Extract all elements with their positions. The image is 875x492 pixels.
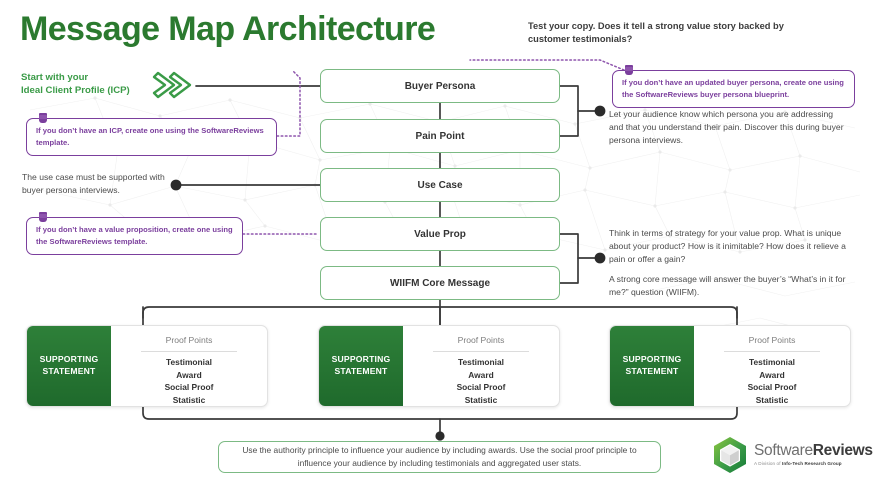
proof-points-list: Testimonial Award Social Proof Statistic	[748, 356, 797, 406]
logo-tagline: A Division of Info-Tech Research Group	[754, 460, 873, 467]
supporting-label-line-2: STATEMENT	[334, 366, 388, 376]
callout-value-prop[interactable]: If you don’t have a value proposition, c…	[26, 212, 243, 255]
proof-point-item: Award	[176, 369, 202, 380]
node-value-prop[interactable]: Value Prop	[320, 217, 560, 251]
software-reviews-logo: SoftwareReviews A Division of Info-Tech …	[712, 436, 873, 474]
proof-points-panel: Proof Points Testimonial Award Social Pr…	[111, 326, 267, 406]
proof-point-item: Testimonial	[458, 357, 504, 368]
supporting-statement-label: SUPPORTING STATEMENT	[27, 326, 111, 406]
logo-word: SoftwareReviews	[754, 443, 873, 459]
dotted-link-icp	[276, 69, 301, 137]
connector-dot-valueprop	[594, 252, 606, 264]
bookmark-icon	[39, 113, 47, 123]
proof-point-item: Award	[759, 369, 785, 380]
proof-point-item: Award	[468, 369, 494, 380]
supporting-card-2[interactable]: SUPPORTING STATEMENT Proof Points Testim…	[318, 325, 560, 407]
proof-point-item: Statistic	[464, 394, 498, 405]
supporting-label-line-2: STATEMENT	[42, 366, 96, 376]
callout-icp[interactable]: If you don’t have an ICP, create one usi…	[26, 113, 277, 156]
proof-points-title: Proof Points	[457, 335, 505, 345]
double-chevron-right-icon	[152, 71, 192, 99]
proof-points-title: Proof Points	[165, 335, 213, 345]
callout-buyer-persona[interactable]: If you don’t have an updated buyer perso…	[612, 65, 855, 108]
proof-point-item: Social Proof	[456, 382, 506, 393]
supporting-card-3[interactable]: SUPPORTING STATEMENT Proof Points Testim…	[609, 325, 851, 407]
kicker-line-2: Ideal Client Profile (ICP)	[21, 85, 130, 97]
start-kicker: Start with your Ideal Client Profile (IC…	[21, 71, 151, 98]
supporting-label-line-2: STATEMENT	[625, 366, 679, 376]
page-title: Message Map Architecture	[20, 10, 436, 48]
node-use-case[interactable]: Use Case	[320, 168, 560, 202]
proof-point-item: Social Proof	[747, 382, 797, 393]
callout-icp-text: If you don’t have an ICP, create one usi…	[36, 126, 264, 147]
logo-tagline-bold: Info-Tech Research Group	[781, 460, 842, 466]
proof-point-item: Testimonial	[749, 357, 795, 368]
proof-points-list: Testimonial Award Social Proof Statistic	[457, 356, 506, 406]
supporting-label-line-1: SUPPORTING	[39, 354, 99, 365]
proof-point-item: Testimonial	[166, 357, 212, 368]
connector-dot-persona	[594, 105, 606, 117]
proof-points-panel: Proof Points Testimonial Award Social Pr…	[403, 326, 559, 406]
kicker-line-1: Start with your	[21, 72, 89, 83]
proof-points-panel: Proof Points Testimonial Award Social Pr…	[694, 326, 850, 406]
note-value-prop: Think in terms of strategy for your valu…	[609, 228, 846, 265]
footer-text: Use the authority principle to influence…	[242, 445, 637, 468]
supporting-label-line-1: SUPPORTING	[331, 354, 391, 365]
logo-word-light: Software	[754, 442, 813, 460]
note-persona: Let your audience know which persona you…	[609, 109, 844, 146]
note-use-case: The use case must be supported with buye…	[22, 172, 165, 196]
logo-wordmark: SoftwareReviews A Division of Info-Tech …	[754, 443, 873, 466]
callout-value-prop-text: If you don’t have a value proposition, c…	[36, 225, 233, 246]
supporting-card-1[interactable]: SUPPORTING STATEMENT Proof Points Testim…	[26, 325, 268, 407]
proof-point-item: Social Proof	[164, 382, 214, 393]
node-buyer-persona[interactable]: Buyer Persona	[320, 69, 560, 103]
supporting-statement-label: SUPPORTING STATEMENT	[319, 326, 403, 406]
header-note: Test your copy. Does it tell a strong va…	[528, 21, 784, 45]
logo-word-bold: Reviews	[812, 442, 873, 460]
bookmark-icon	[39, 212, 47, 222]
node-wiifm-core-message[interactable]: WIIFM Core Message	[320, 266, 560, 300]
proof-points-list: Testimonial Award Social Proof Statistic	[165, 356, 214, 406]
logo-tagline-prefix: A Division of	[754, 460, 782, 466]
node-pain-point[interactable]: Pain Point	[320, 119, 560, 153]
proof-point-item: Statistic	[755, 394, 789, 405]
supporting-statement-label: SUPPORTING STATEMENT	[610, 326, 694, 406]
proof-points-title: Proof Points	[748, 335, 796, 345]
software-reviews-cube-icon	[714, 437, 746, 473]
proof-point-item: Statistic	[172, 394, 206, 405]
supporting-label-line-1: SUPPORTING	[622, 354, 682, 365]
footer-principle-box: Use the authority principle to influence…	[218, 441, 661, 473]
callout-buyer-persona-text: If you don’t have an updated buyer perso…	[622, 78, 844, 99]
connector-dot-footer	[435, 431, 445, 441]
bookmark-icon	[625, 65, 633, 75]
note-core-message: A strong core message will answer the bu…	[609, 274, 846, 298]
